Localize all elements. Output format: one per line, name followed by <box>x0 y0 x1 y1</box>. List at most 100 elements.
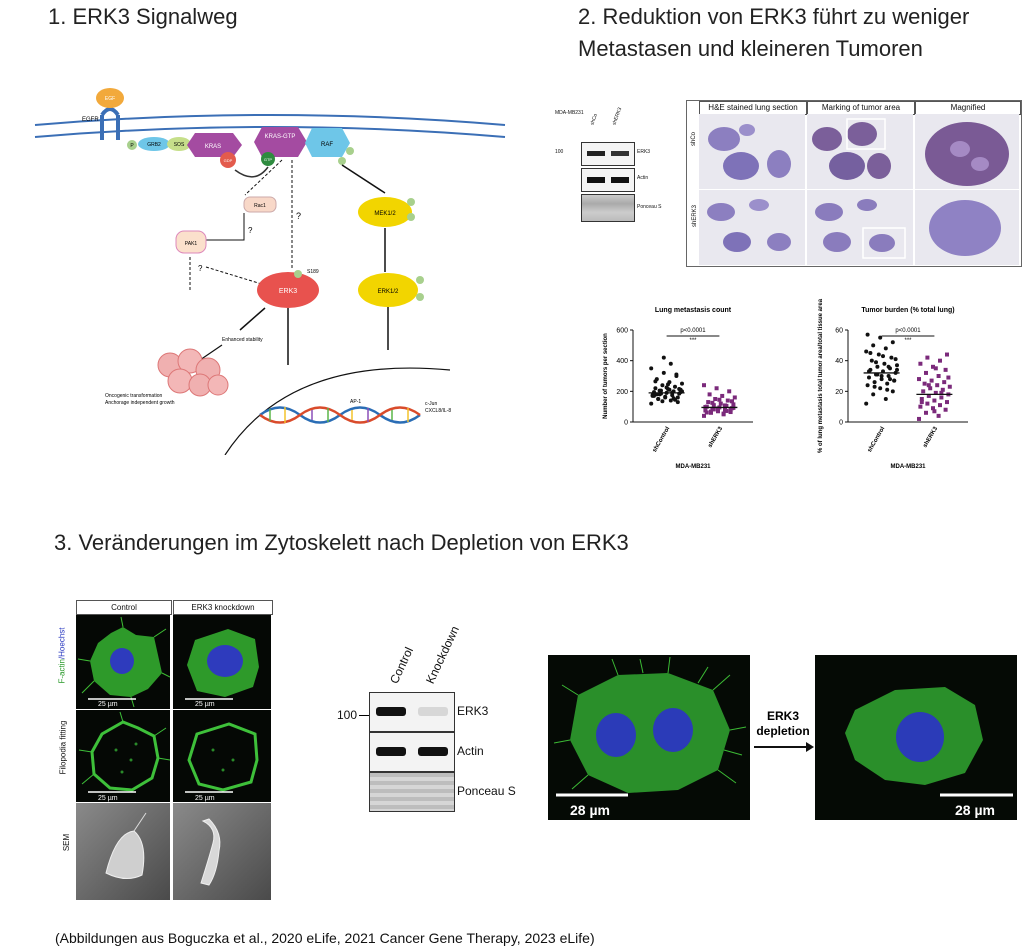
data-point-shControl <box>680 381 684 386</box>
dna-helix <box>259 406 421 424</box>
p-erk12-2 <box>416 293 424 301</box>
data-point-shERK3 <box>939 390 944 395</box>
svg-text:GTP: GTP <box>264 157 273 162</box>
svg-text:?: ? <box>296 211 301 221</box>
scale-1: 25 µm <box>98 701 118 708</box>
svg-text:PAK1: PAK1 <box>185 241 198 247</box>
scale-3: 25 µm <box>98 795 118 802</box>
wb-ponceau-band <box>369 772 455 812</box>
chart-title: Tumor burden (% total lung) <box>861 307 954 314</box>
data-point-shControl <box>895 367 899 372</box>
kras-node <box>187 133 242 157</box>
he-row-sherk3: shERK3 <box>692 204 699 228</box>
data-point-shControl <box>649 366 654 371</box>
cyto-header-knockdown: ERK3 knockdown <box>173 600 273 615</box>
wb-mw-100: 100 <box>337 708 358 722</box>
y-axis-label: Number of tumors per section <box>603 333 609 419</box>
data-point-shControl <box>660 383 665 388</box>
data-point-shControl <box>875 364 880 369</box>
data-point-shControl <box>864 401 869 406</box>
scale-2: 25 µm <box>195 701 215 708</box>
row-label-filopodia: Filopodia fitting <box>58 720 68 775</box>
data-point-shERK3 <box>938 358 942 363</box>
data-point-shERK3 <box>728 408 733 413</box>
big-scale-control: 28 µm <box>570 802 610 818</box>
data-point-shERK3 <box>724 408 729 413</box>
knockdown-cell-image: 28 µm <box>815 655 1017 820</box>
control-factin-image: 25 µm <box>76 615 170 709</box>
chart-title: Lung metastasis count <box>655 307 732 314</box>
svg-text:Oncogenic transformation: Oncogenic transformation <box>105 393 162 399</box>
wb-label-erk3: ERK3 <box>637 149 651 155</box>
data-point-shControl <box>872 380 877 385</box>
data-point-shControl <box>895 363 899 368</box>
sig-stars: *** <box>689 338 697 344</box>
row-label-sem: SEM <box>62 833 72 852</box>
data-point-shControl <box>661 355 666 360</box>
wb-label-ponceau: Ponceau S <box>637 204 662 210</box>
data-point-shERK3 <box>940 387 945 392</box>
data-point-shERK3 <box>939 395 944 400</box>
data-point-shERK3 <box>926 393 931 398</box>
category-label: shControl <box>867 426 887 454</box>
svg-text:KRAS: KRAS <box>205 144 221 150</box>
data-point-shControl <box>868 351 873 355</box>
y-tick-label: 40 <box>835 358 843 365</box>
raf-mek-arrow <box>341 164 386 194</box>
erk12-node <box>358 273 418 307</box>
control-cell-image: 28 µm <box>548 655 750 820</box>
svg-text:S189: S189 <box>307 269 319 275</box>
data-point-shControl <box>871 343 876 348</box>
wb-label-actin-large: Actin <box>457 744 484 758</box>
data-point-shControl <box>882 361 887 366</box>
wb-ponceau-blot <box>581 194 635 222</box>
data-point-shERK3 <box>931 406 935 411</box>
data-point-shControl <box>869 358 874 363</box>
data-point-shERK3 <box>727 389 732 394</box>
svg-text:KRAS-GTP: KRAS-GTP <box>265 134 296 140</box>
svg-text:Enhanced stability: Enhanced stability <box>222 337 263 343</box>
data-point-shControl <box>653 379 658 384</box>
svg-text:GDP: GDP <box>224 158 233 163</box>
data-point-shERK3 <box>730 399 734 404</box>
svg-text:?: ? <box>198 264 203 273</box>
category-label: shERK3 <box>707 425 724 448</box>
cyto-western-blot: Control Knockdown 100 ERK3 Actin Ponceau… <box>335 620 516 820</box>
heading-2-line-1: 2. Reduktion von ERK3 führt zu weniger <box>578 4 970 29</box>
data-point-shControl <box>890 389 895 394</box>
p-raf-1 <box>338 157 346 165</box>
data-point-shERK3 <box>936 413 941 418</box>
wb-label-actin: Actin <box>637 175 649 181</box>
data-point-shControl <box>649 401 654 406</box>
data-point-shERK3 <box>933 390 938 395</box>
rac1-pak1-arrow <box>200 213 245 241</box>
data-point-shERK3 <box>918 361 923 366</box>
heading-1: 1. ERK3 Signalweg <box>48 4 238 29</box>
raf-node <box>305 128 350 157</box>
data-point-shERK3 <box>714 386 719 391</box>
p-egfr <box>127 140 137 150</box>
data-point-shERK3 <box>925 355 930 360</box>
rac1-node <box>243 196 277 213</box>
data-point-shERK3 <box>921 389 926 394</box>
gtp-node <box>261 152 275 166</box>
svg-text:SOS: SOS <box>174 142 185 148</box>
hoechst-label: /Hoechst <box>57 627 67 660</box>
data-point-shERK3 <box>932 409 937 414</box>
data-point-shERK3 <box>707 392 712 397</box>
data-point-shERK3 <box>943 407 948 412</box>
control-sem-image <box>76 803 170 900</box>
heading-3: 3. Veränderungen im Zytoskelett nach Dep… <box>54 530 629 555</box>
wb-label-ponceau-large: Ponceau S <box>457 784 516 798</box>
factin-label: F-actin <box>57 659 67 684</box>
wb-mw-tick <box>359 715 369 716</box>
data-point-shControl <box>675 395 680 400</box>
nuclear-membrane <box>224 367 451 455</box>
mek-node <box>358 197 412 227</box>
citation: (Abbildungen aus Boguczka et al., 2020 e… <box>55 930 595 946</box>
svg-text:c-Jun: c-Jun <box>425 401 437 407</box>
data-point-shControl <box>883 397 888 401</box>
he-shco-magnified <box>915 114 1019 189</box>
data-point-shControl <box>656 397 661 401</box>
